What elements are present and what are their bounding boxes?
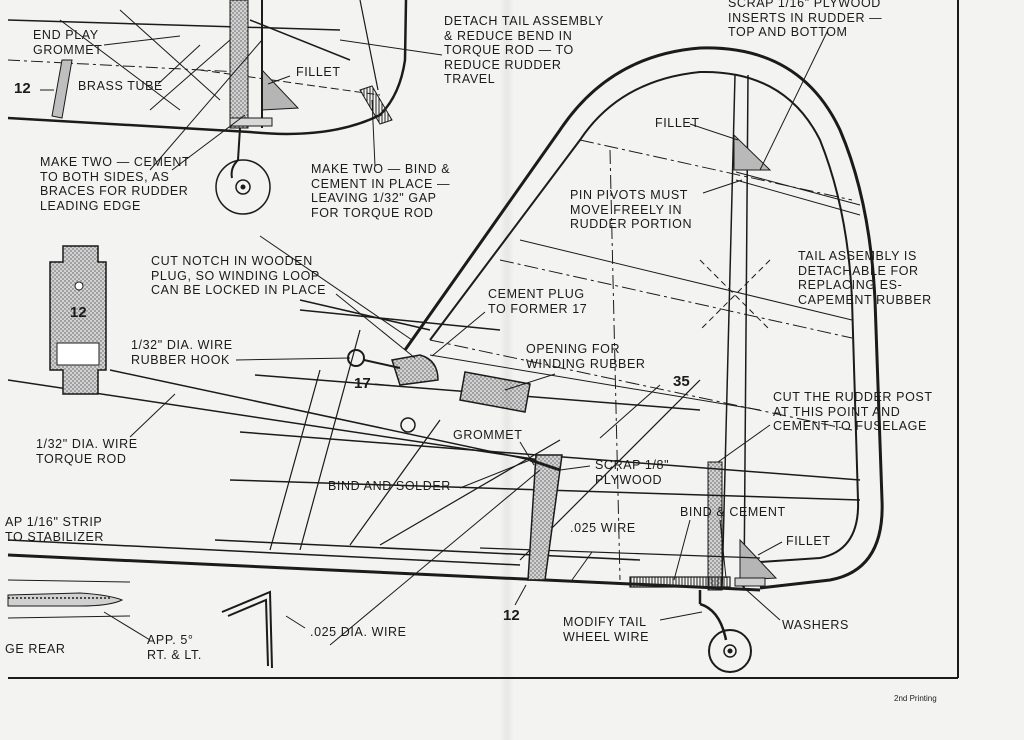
former-12-template xyxy=(49,245,107,395)
part-number-12-template: 12 xyxy=(70,304,87,321)
label-bind-cement: BIND & CEMENT xyxy=(680,505,786,519)
label-make-two-bind: MAKE TWO — BIND & CEMENT IN PLACE — LEAV… xyxy=(311,162,451,220)
label-bind-and-solder: BIND AND SOLDER xyxy=(328,479,451,493)
label-scrap-plywood-inserts: SCRAP 1/16" PLYWOOD INSERTS IN RUDDER — … xyxy=(728,0,883,39)
label-fillet-top: FILLET xyxy=(296,65,341,79)
stabilizer-edge-detail xyxy=(7,579,131,619)
label-fillet-bottom: FILLET xyxy=(786,534,831,548)
label-make-two-cement: MAKE TWO — CEMENT TO BOTH SIDES, AS BRAC… xyxy=(40,155,191,213)
part-number-17: 17 xyxy=(354,375,371,392)
label-strip-to-stabilizer: AP 1/16" STRIP TO STABILIZER xyxy=(5,515,105,544)
bent-wire-detail xyxy=(221,590,273,669)
label-approx-5-degrees: APP. 5° RT. & LT. xyxy=(147,633,202,662)
label-cut-rudder-post: CUT THE RUDDER POST AT THIS POINT AND CE… xyxy=(773,390,933,433)
label-025-wire: .025 WIRE xyxy=(570,521,636,535)
label-torque-rod: 1/32" DIA. WIRE TORQUE ROD xyxy=(36,437,138,466)
leader-lines xyxy=(40,29,829,646)
label-fillet-rudder: FILLET xyxy=(655,116,700,130)
label-edge-rear: GE REAR xyxy=(5,642,66,656)
label-end-play-grommet: END PLAY GROMMET xyxy=(33,28,103,57)
part-number-12-bottom: 12 xyxy=(503,607,520,624)
printing-note: 2nd Printing xyxy=(894,694,937,703)
plug-and-hook xyxy=(347,349,563,581)
label-washers: WASHERS xyxy=(782,618,849,632)
label-025-dia-wire: .025 DIA. WIRE xyxy=(310,625,407,639)
label-pin-pivots: PIN PIVOTS MUST MOVE FREELY IN RUDDER PO… xyxy=(570,188,693,231)
part-number-12-left: 12 xyxy=(14,80,31,97)
label-tail-assembly-detachable: TAIL ASSEMBLY IS DETACHABLE FOR REPLACIN… xyxy=(798,249,932,307)
rudder-outline xyxy=(403,46,884,591)
page-fold xyxy=(500,0,514,740)
label-detach-tail-assembly: DETACH TAIL ASSEMBLY & REDUCE BEND IN TO… xyxy=(444,14,604,86)
part-number-35: 35 xyxy=(673,373,690,390)
label-modify-tail-wheel: MODIFY TAIL WHEEL WIRE xyxy=(563,615,650,644)
label-cement-plug: CEMENT PLUG TO FORMER 17 xyxy=(488,287,588,316)
fin-detail-top-left xyxy=(7,0,408,215)
label-rubber-hook: 1/32" DIA. WIRE RUBBER HOOK xyxy=(131,338,233,367)
tail-wheel xyxy=(629,576,766,673)
label-brass-tube: BRASS TUBE xyxy=(78,79,163,93)
label-grommet: GROMMET xyxy=(453,428,523,442)
label-opening-winding-rubber: OPENING FOR WINDING RUBBER xyxy=(526,342,646,371)
label-scrap-eighth-plywood: SCRAP 1/8" PLYWOOD xyxy=(595,458,670,487)
label-cut-notch: CUT NOTCH IN WOODEN PLUG, SO WINDING LOO… xyxy=(151,254,327,297)
sheet-border xyxy=(8,0,959,679)
